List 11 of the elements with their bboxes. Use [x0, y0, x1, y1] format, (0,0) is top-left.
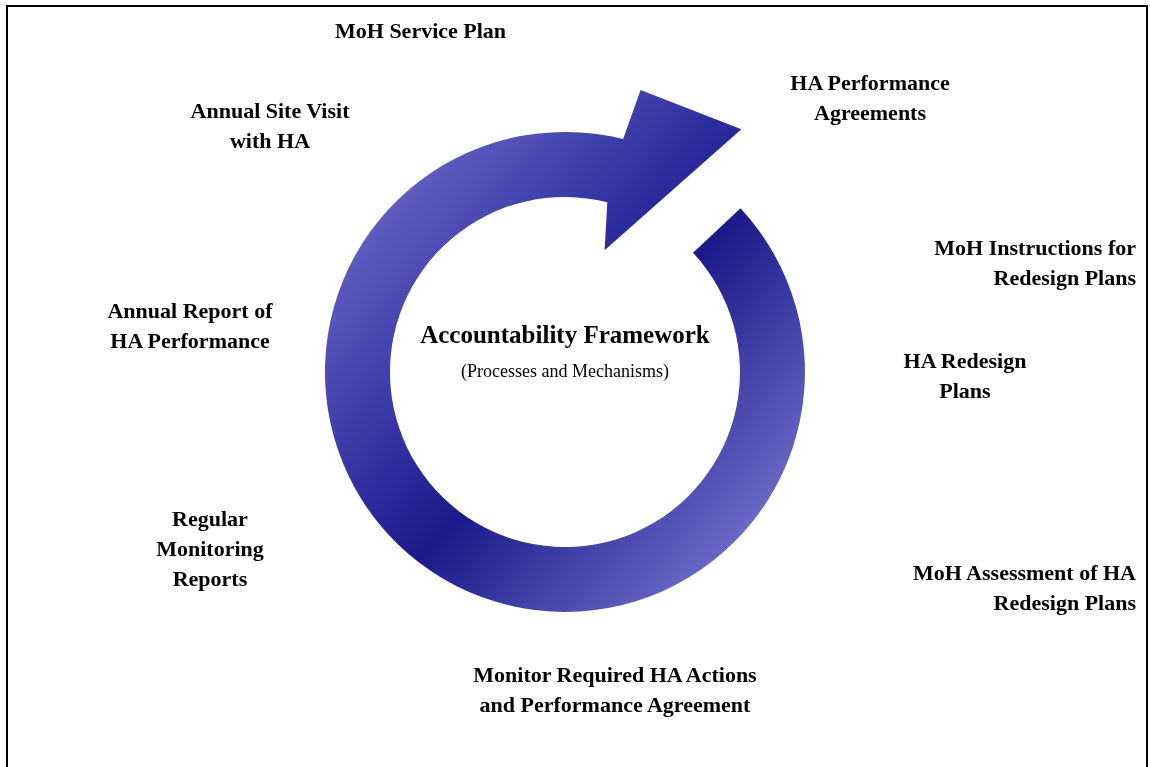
center-title: Accountability Framework [419, 320, 711, 350]
step-label: Annual Site Visit with HA [189, 97, 351, 155]
step-label: Monitor Required HA Actions and Performance Agreement [472, 661, 758, 719]
step-label: MoH Service Plan [335, 17, 508, 45]
step-label: Regular Monitoring Reports [155, 505, 265, 593]
step-label: MoH Instructions for Redesign Plans [933, 234, 1136, 292]
center-subtitle: (Processes and Mechanisms) [460, 360, 670, 383]
step-label: Annual Report of HA Performance [106, 297, 274, 355]
step-label: MoH Assessment of HA Redesign Plans [911, 559, 1136, 617]
step-label: HA Redesign Plans [902, 347, 1028, 405]
step-label: HA Performance Agreements [789, 69, 951, 127]
